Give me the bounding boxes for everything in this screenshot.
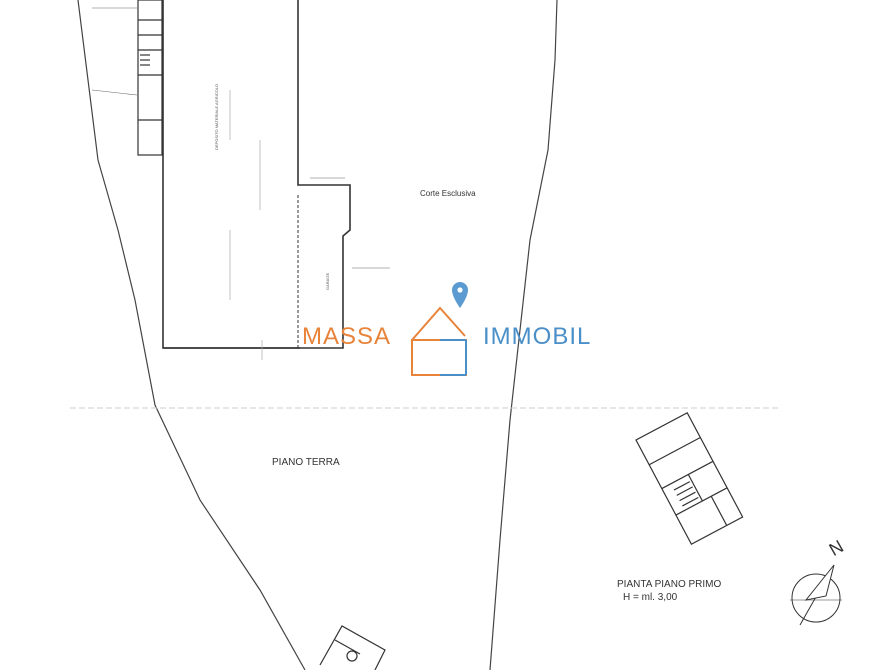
label-height: H = ml. 3,00 [623, 592, 678, 603]
side-rooms [137, 0, 163, 156]
upper-floor-plan [635, 411, 744, 545]
map-pin-icon [452, 282, 468, 308]
label-garage: GARAGE [325, 272, 330, 290]
main-building [162, 0, 351, 349]
bottom-structure [319, 625, 386, 670]
label-corte-esclusiva: Corte Esclusiva [420, 189, 476, 198]
label-deposito: DEPOSITO MATERIALE AGRICOLO [214, 83, 219, 150]
watermark-right-word: IMMOBIL [483, 323, 592, 350]
watermark-logo-icon [411, 306, 467, 376]
property-boundary [77, 0, 558, 670]
label-pianta-piano-primo: PIANTA PIANO PRIMO [617, 579, 722, 590]
label-piano-terra: PIANO TERRA [272, 457, 340, 468]
north-arrow [790, 564, 842, 626]
watermark-left-word: MASSA [302, 323, 392, 350]
